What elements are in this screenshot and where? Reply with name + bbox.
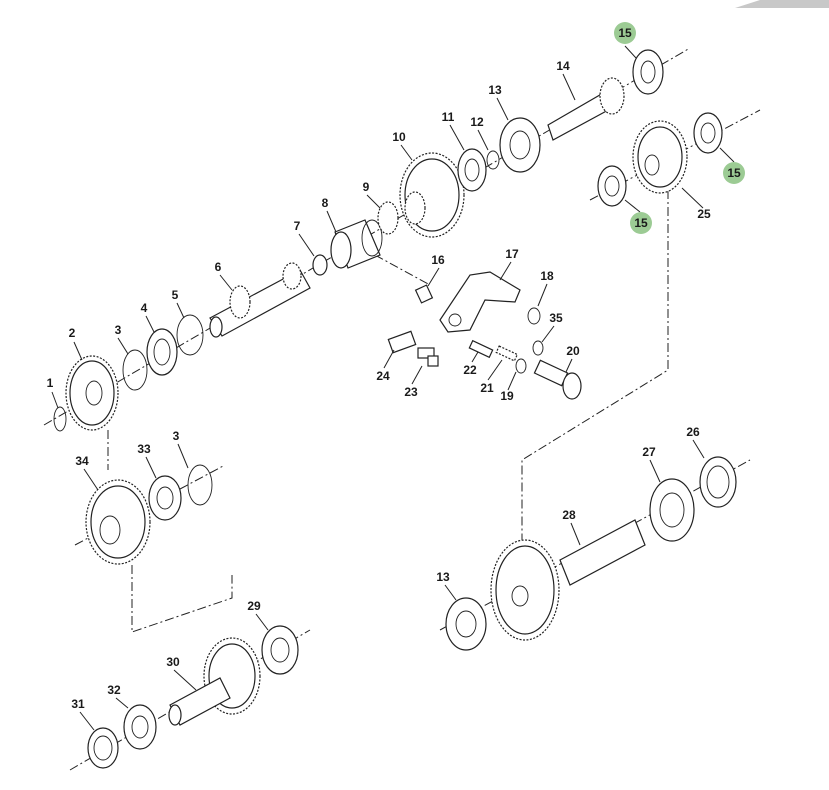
part-31-seal	[87, 727, 119, 769]
callout-9[interactable]: 9	[363, 180, 370, 194]
part-15-bearing-left	[597, 165, 627, 207]
part-25-gear	[632, 120, 688, 194]
callout-12[interactable]: 12	[470, 115, 484, 129]
callout-32[interactable]: 32	[107, 683, 121, 697]
part-8-sleeve	[330, 219, 383, 269]
callout-2[interactable]: 2	[69, 326, 76, 340]
part-23-bolt	[417, 347, 439, 367]
part-17-housing	[439, 271, 521, 333]
part-1-circlip	[53, 406, 67, 432]
callout-6[interactable]: 6	[215, 260, 222, 274]
part-19-ring	[515, 358, 527, 374]
callout-21[interactable]: 21	[480, 381, 494, 395]
callout-33[interactable]: 33	[137, 442, 151, 456]
callout-24[interactable]: 24	[376, 369, 390, 383]
callout-8[interactable]: 8	[322, 196, 329, 210]
callout-4[interactable]: 4	[141, 301, 148, 315]
callout-5[interactable]: 5	[172, 288, 179, 302]
callout-18[interactable]: 18	[540, 269, 554, 283]
callout-7[interactable]: 7	[294, 219, 301, 233]
callout-15-left[interactable]: 15	[634, 216, 648, 230]
callout-31[interactable]: 31	[71, 697, 85, 711]
callout-13-lower[interactable]: 13	[436, 570, 450, 584]
part-33-bearing	[148, 475, 182, 521]
callout-11[interactable]: 11	[442, 110, 455, 124]
part-27-bearing	[649, 478, 695, 542]
callout-19[interactable]: 19	[500, 389, 514, 403]
corner-arrow-icon	[735, 0, 829, 8]
callout-20[interactable]: 20	[566, 344, 580, 358]
highlight-markers	[614, 22, 745, 234]
part-15-bearing-top	[632, 49, 664, 95]
part-32-bearing	[123, 704, 157, 750]
callout-3-upper[interactable]: 3	[115, 323, 122, 337]
callout-23[interactable]: 23	[404, 385, 418, 399]
part-14-pinion-shaft	[547, 77, 625, 141]
part-28-output-shaft	[490, 519, 646, 641]
highlight-15-right	[723, 162, 745, 184]
part-4-bearing	[146, 328, 178, 376]
part-16-fitting	[414, 284, 434, 304]
leader-lines	[51, 45, 735, 731]
part-30-gear-shaft	[168, 637, 261, 726]
part-21-spring	[495, 345, 519, 362]
part-9-needle-bearing	[377, 201, 399, 235]
part-26-seal	[699, 456, 737, 508]
callout-26[interactable]: 26	[686, 425, 700, 439]
part-15-bearing-right	[693, 112, 723, 154]
part-3-snap-ring	[122, 349, 148, 391]
part-10-gear	[399, 152, 465, 238]
callout-35[interactable]: 35	[549, 311, 563, 325]
part-34-gear	[85, 479, 151, 565]
callout-labels[interactable]: 1 2 3 3 4 5 6 7 8 9 10 11 12 13 13 14 15…	[47, 26, 741, 711]
highlight-15-top	[614, 22, 636, 44]
callout-14[interactable]: 14	[556, 59, 570, 73]
part-12-ring	[486, 150, 500, 170]
callout-28[interactable]: 28	[562, 508, 576, 522]
callout-27[interactable]: 27	[642, 445, 656, 459]
parts	[53, 49, 737, 769]
part-2-gear	[65, 355, 119, 431]
part-29-bearing	[261, 625, 299, 675]
part-7-ring	[312, 254, 328, 276]
part-18-ring	[527, 307, 541, 325]
callout-13-upper[interactable]: 13	[488, 83, 502, 97]
callout-15-right[interactable]: 15	[727, 166, 741, 180]
part-24-plate	[387, 330, 417, 354]
part-13-bearing	[499, 117, 541, 173]
callout-22[interactable]: 22	[463, 363, 477, 377]
callout-29[interactable]: 29	[247, 599, 261, 613]
part-20-bolt	[533, 359, 582, 400]
callout-3-lower[interactable]: 3	[173, 429, 180, 443]
part-11-bearing	[457, 148, 487, 192]
part-35-ring	[532, 340, 544, 356]
callout-17[interactable]: 17	[505, 247, 519, 261]
callout-16[interactable]: 16	[431, 253, 445, 267]
callout-15-top[interactable]: 15	[618, 26, 632, 40]
highlight-15-left	[630, 212, 652, 234]
callout-34[interactable]: 34	[75, 454, 89, 468]
part-13-bearing-lower	[445, 597, 487, 651]
part-5-ring	[176, 314, 204, 356]
part-6-shaft	[209, 262, 311, 338]
callout-25[interactable]: 25	[697, 207, 711, 221]
callout-10[interactable]: 10	[392, 130, 406, 144]
part-3-snap-ring-lower	[187, 464, 213, 506]
callout-30[interactable]: 30	[166, 655, 180, 669]
callout-1[interactable]: 1	[47, 376, 54, 390]
part-22-pin	[468, 339, 494, 359]
